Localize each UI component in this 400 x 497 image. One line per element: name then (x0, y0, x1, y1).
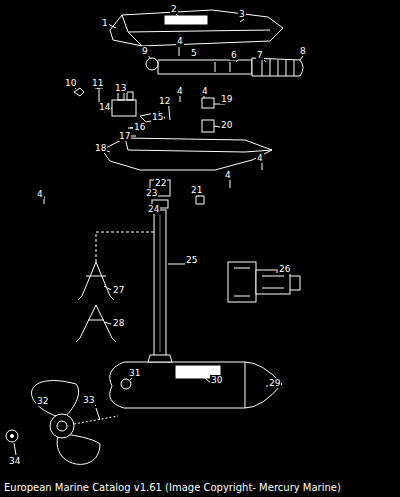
callout-number: 34 (8, 456, 21, 466)
callout-number: 32 (36, 396, 49, 406)
caption: European Marine Catalog v1.61 (Image Cop… (4, 482, 341, 494)
callout-number: 17 (118, 131, 131, 141)
callout-number: 33 (82, 395, 95, 405)
callout-number: 7 (256, 50, 264, 60)
callout-number: 10 (64, 78, 77, 88)
callout-number: 11 (91, 78, 104, 88)
callout-number: 4 (176, 86, 184, 96)
callout-number: 13 (114, 83, 127, 93)
callout-number: 25 (185, 255, 198, 265)
callout-number: 4 (256, 153, 264, 163)
callout-number: 1 (101, 18, 109, 28)
callout-number: 8 (299, 46, 307, 56)
callout-number: 24 (147, 204, 160, 214)
callout-number: 27 (112, 285, 125, 295)
callout-number: 14 (98, 102, 111, 112)
callout-number: 21 (190, 185, 203, 195)
callout-number: 22 (154, 178, 167, 188)
callout-number: 19 (220, 94, 233, 104)
callout-number: 5 (190, 48, 198, 58)
callout-number: 29 (268, 378, 281, 388)
callout-number: 9 (141, 46, 149, 56)
callout-number: 26 (278, 264, 291, 274)
callout-number: 4 (176, 36, 184, 46)
callout-number: 28 (112, 318, 125, 328)
callout-number: 4 (36, 189, 44, 199)
callout-number: 12 (158, 96, 171, 106)
callout-number: 3 (238, 9, 246, 19)
callout-number: 15 (151, 112, 164, 122)
callout-number: 23 (145, 188, 158, 198)
callout-number: 18 (94, 143, 107, 153)
callout-number: 2 (170, 4, 178, 14)
callout-number: 4 (201, 86, 209, 96)
callout-number: 4 (224, 170, 232, 180)
callout-number: 6 (230, 50, 238, 60)
callout-number: 16 (133, 122, 146, 132)
callout-number: 30 (210, 375, 223, 385)
callout-number: 31 (128, 368, 141, 378)
callout-number: 20 (220, 120, 233, 130)
